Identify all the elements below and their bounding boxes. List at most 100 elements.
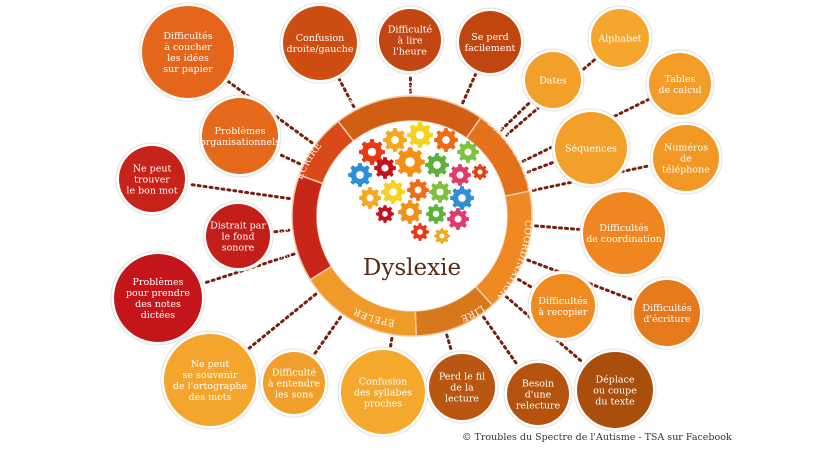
bubble-line: droite/gauche [287, 44, 354, 55]
bubble-line: sur papier [163, 64, 213, 75]
bubble-line: Séquences [565, 144, 617, 155]
bubble-fill [507, 363, 569, 425]
gear-hole [391, 136, 399, 144]
bubble-line: Ne peut [191, 359, 230, 370]
bubble-line: Numéros [664, 143, 708, 154]
connector-syllabes [388, 336, 394, 349]
bubble-line: de [680, 154, 692, 165]
bubble-line: Alphabet [597, 34, 641, 45]
bubble-line: des notes [135, 299, 181, 310]
gear-hole [417, 229, 423, 235]
connector-ortho [247, 292, 318, 350]
connector-tables [521, 97, 651, 163]
connector-coordination [534, 224, 581, 231]
bubble-line: Distrait par [210, 221, 266, 232]
bubble-line: le bon mot [126, 186, 177, 197]
bubble-dates: Dates [521, 48, 585, 112]
gear-hole [436, 188, 444, 196]
bubble-label: Dates [539, 76, 567, 87]
bubble-fill [459, 11, 521, 73]
bubble-fill [649, 53, 711, 115]
bubble-line: des syllabes [354, 388, 412, 399]
bubble-line: trouver [134, 175, 170, 186]
bubble-line: de coordination [586, 234, 662, 245]
bubble-line: lecture [445, 394, 479, 405]
connector-mot [187, 182, 291, 201]
bubble-line: Problèmes [133, 277, 184, 288]
bubble-line: se souvenir [183, 370, 238, 381]
diagram-title: Dyslexie [363, 255, 461, 281]
gear-hole [406, 208, 414, 216]
bubble-line: Difficultés [642, 303, 691, 314]
connector-distrait [272, 228, 291, 234]
gear-hole [464, 148, 472, 156]
bubble-fill [202, 98, 278, 174]
bubble-line: proches [364, 399, 402, 410]
bubble-line: d'une [525, 390, 552, 401]
bubble-line: Confusion [359, 377, 408, 388]
bubble-line: de l'ortographe [173, 381, 248, 392]
gear-hole [454, 215, 462, 223]
connector-relecture [482, 315, 520, 367]
bubble-line: sonore [222, 243, 255, 254]
bubble-line: Tables [665, 74, 696, 85]
bubble-label: Séquences [565, 144, 617, 155]
gear-hole [432, 210, 440, 218]
bubble-line: à coucher [164, 42, 212, 53]
bubble-alphabet: Alphabet [587, 5, 653, 71]
bubble-fill [283, 6, 357, 80]
bubble-fill [653, 125, 719, 191]
gear-hole [382, 211, 388, 217]
bubble-line: Ne peut [133, 164, 172, 175]
bubble-fill [263, 352, 325, 414]
connector-perd [461, 72, 478, 105]
connector-dates [499, 100, 532, 132]
bubble-label: Alphabet [597, 34, 641, 45]
bubble-line: Difficultés [599, 223, 648, 234]
connector-recopier [517, 277, 534, 290]
bubble-line: ou coupe [593, 386, 637, 397]
bubble-fill [142, 6, 234, 98]
bubble-line: Dates [539, 76, 567, 87]
bubble-line: de calcul [658, 85, 701, 96]
gear-hole [366, 194, 374, 202]
gear-hole [458, 194, 466, 202]
bubble-fill [634, 280, 700, 346]
bubble-fill [341, 350, 425, 434]
bubble-fill [379, 9, 441, 71]
bubble-line: dictées [141, 310, 176, 321]
bubble-fill [114, 254, 202, 342]
bubble-fill [577, 352, 653, 428]
bubble-line: Difficulté [272, 368, 317, 379]
gear-hole [389, 188, 397, 196]
bubble-line: d'écriture [643, 314, 691, 325]
bubble-line: Problèmes [215, 126, 266, 137]
connector-sequences [526, 160, 556, 174]
bubble-line: Difficultés [163, 31, 212, 42]
bubble-line: facilement [465, 43, 516, 54]
connector-couche [226, 80, 314, 145]
bubble-line: à entendre [268, 379, 321, 390]
